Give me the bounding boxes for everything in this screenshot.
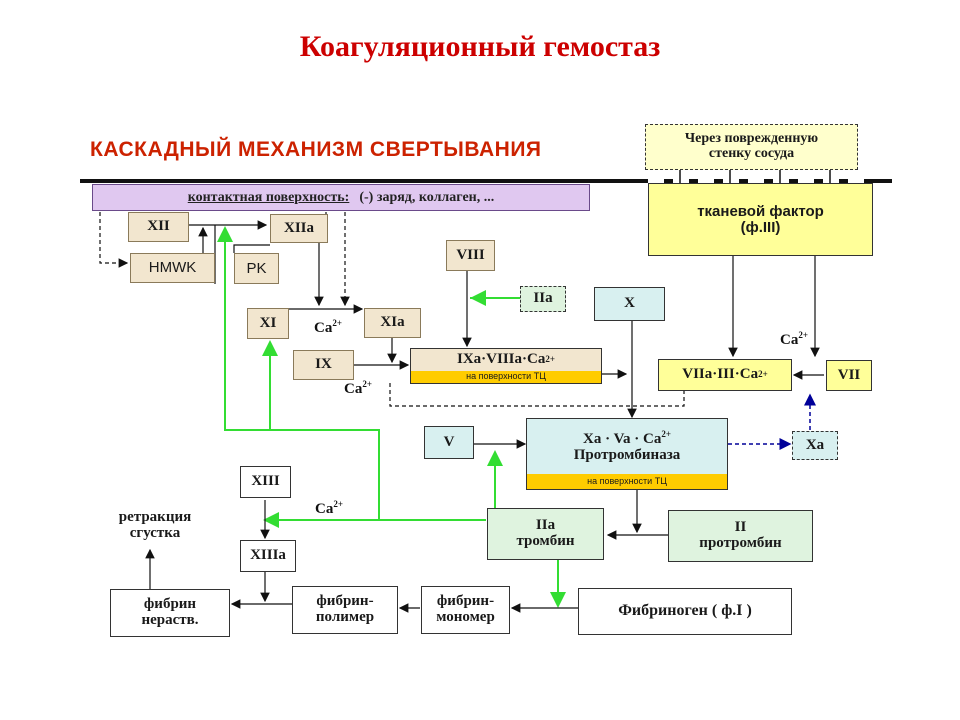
page-title: Коагуляционный гемостаз — [299, 30, 661, 63]
tissue-factor-box: тканевой фактор (ф.III) — [648, 183, 873, 256]
ixa-complex-surface: на поверхности ТЦ — [411, 371, 601, 383]
ca-label-ix: Ca2+ — [344, 379, 372, 397]
vessel-wall-line2: стенку сосуда — [708, 146, 795, 161]
factor-viii: VIII — [446, 240, 495, 271]
factor-xiiia: XIIIa — [240, 540, 296, 572]
factor-xia: XIa — [364, 308, 421, 338]
factor-iia-small: IIa — [520, 286, 566, 312]
clot-retraction: ретракция сгустка — [118, 509, 192, 541]
factor-ix: IX — [293, 350, 354, 380]
diagram-subtitle: КАСКАДНЫЙ МЕХАНИЗМ СВЕРТЫВАНИЯ — [90, 138, 542, 161]
prothrombinase-surface: на поверхности ТЦ — [527, 474, 727, 489]
ca-label-xiii: Ca2+ — [315, 499, 343, 517]
factor-xiia: XIIa — [270, 214, 328, 243]
factor-v: V — [424, 426, 474, 459]
factor-x: X — [594, 287, 665, 321]
tissue-factor-line1: тканевой фактор — [697, 202, 824, 220]
ca-label-xia: Ca2+ — [314, 318, 342, 336]
prothrombinase-complex: Xa · Va · Ca2+ Протромбиназа на поверхно… — [526, 418, 728, 490]
factor-xiii: XIII — [240, 466, 291, 498]
vessel-wall-line1: Через поврежденную — [684, 131, 819, 147]
factor-pk: PK — [234, 253, 279, 284]
factor-vii: VII — [826, 360, 872, 391]
factor-xa-small: Xa — [792, 431, 838, 460]
fibrin-insoluble: фибрин нераств. — [110, 589, 230, 637]
contact-surface-text: (-) заряд, коллаген, ... — [359, 189, 495, 205]
tissue-factor-line2: (ф.III) — [740, 218, 781, 236]
fibrin-monomer: фибрин- мономер — [421, 586, 510, 634]
thrombin-box: IIa тромбин — [487, 508, 604, 560]
factor-xi: XI — [247, 308, 289, 339]
fibrinogen-box: Фибриноген ( ф.I ) — [578, 588, 792, 635]
fibrin-polymer: фибрин- полимер — [292, 586, 398, 634]
contact-surface-label: контактная поверхность: — [187, 189, 350, 205]
factor-hmwk: HMWK — [130, 253, 215, 283]
prothrombin-box: II протромбин — [668, 510, 813, 562]
ca-label-vii: Ca2+ — [780, 330, 808, 348]
vessel-wall-box: Через поврежденную стенку сосуда — [645, 124, 858, 170]
factor-xii: XII — [128, 212, 189, 242]
prothrombinase-label: Xa · Va · Ca2+ Протромбиназа — [527, 419, 727, 474]
contact-surface-bar: контактная поверхность: (-) заряд, колла… — [92, 184, 590, 211]
